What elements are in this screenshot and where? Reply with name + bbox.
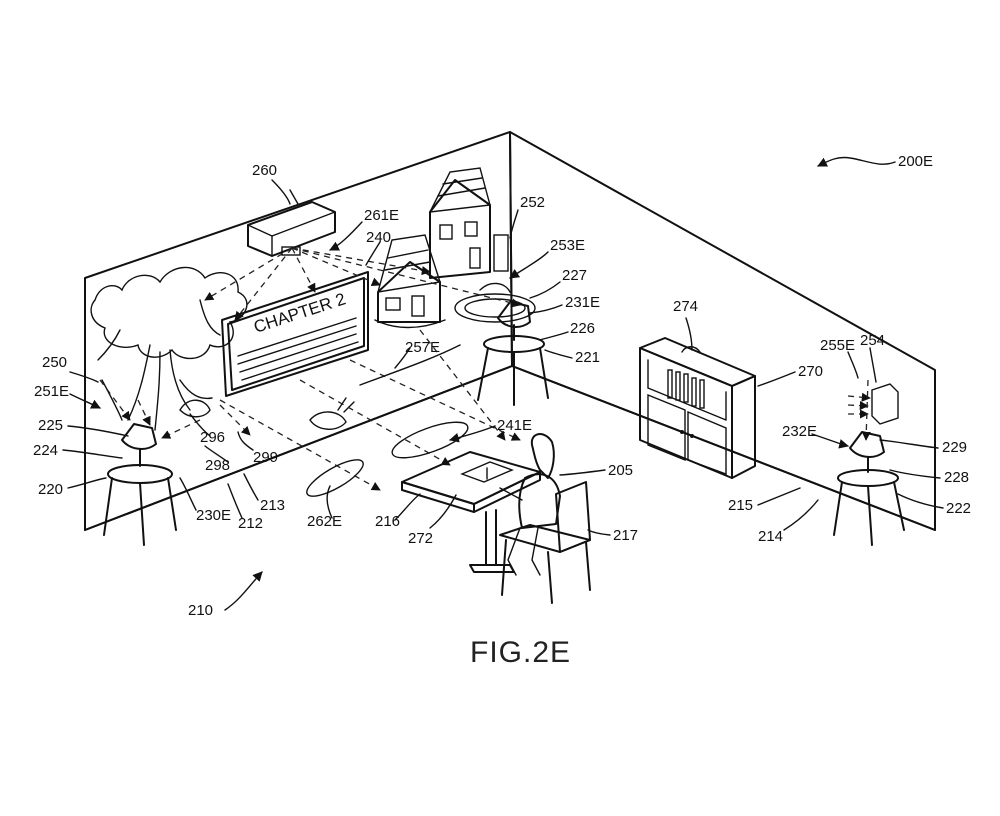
- label-250: 250: [42, 354, 67, 371]
- label-224: 224: [33, 442, 58, 459]
- label-299: 299: [253, 449, 278, 466]
- label-200e: 200E: [898, 153, 933, 170]
- label-212: 212: [238, 515, 263, 532]
- display-screen: CHAPTER 2: [221, 271, 369, 397]
- figure-caption: FIG.2E: [470, 636, 571, 669]
- label-270: 270: [798, 363, 823, 380]
- label-222: 222: [946, 500, 971, 517]
- bookshelf: [639, 337, 756, 479]
- label-217: 217: [613, 527, 638, 544]
- label-226: 226: [570, 320, 595, 337]
- reference-labels: 260 261E 240 252 253E 227 231E 226 221 2…: [33, 153, 971, 619]
- label-257e: 257E: [405, 339, 440, 356]
- label-241e: 241E: [497, 417, 532, 434]
- label-255e: 255E: [820, 337, 855, 354]
- label-274: 274: [673, 298, 698, 315]
- lamp-table-221: [477, 301, 549, 406]
- label-221: 221: [575, 349, 600, 366]
- floor-right-edge: [511, 365, 936, 531]
- label-254: 254: [860, 332, 885, 349]
- label-213: 213: [260, 497, 285, 514]
- label-215: 215: [728, 497, 753, 514]
- screen-title: CHAPTER 2: [251, 289, 348, 337]
- lamp-table-220: [103, 423, 177, 546]
- floor-left-edge: [84, 365, 513, 531]
- label-260: 260: [252, 162, 277, 179]
- label-214: 214: [758, 528, 783, 545]
- label-240: 240: [366, 229, 391, 246]
- label-261e: 261E: [364, 207, 399, 224]
- label-298: 298: [205, 457, 230, 474]
- trees-projection: [90, 266, 248, 431]
- label-220: 220: [38, 481, 63, 498]
- label-228: 228: [944, 469, 969, 486]
- projector: [247, 189, 336, 257]
- label-232e: 232E: [782, 423, 817, 440]
- left-wall: [84, 131, 513, 531]
- label-230e: 230E: [196, 507, 231, 524]
- label-231e: 231E: [565, 294, 600, 311]
- label-252: 252: [520, 194, 545, 211]
- label-205: 205: [608, 462, 633, 479]
- label-262e: 262E: [307, 513, 342, 530]
- label-210: 210: [188, 602, 213, 619]
- houses-projection: [374, 167, 509, 329]
- label-227: 227: [562, 267, 587, 284]
- projected-creatures: [179, 397, 355, 430]
- label-225: 225: [38, 417, 63, 434]
- leader-lines: [62, 156, 944, 611]
- label-253e: 253E: [550, 237, 585, 254]
- lamp-table-222: [833, 431, 905, 546]
- floor-projection: [454, 282, 536, 323]
- person-and-chair: [499, 433, 591, 604]
- sensor-device: [871, 383, 899, 425]
- label-216: 216: [375, 513, 400, 530]
- label-229: 229: [942, 439, 967, 456]
- label-251e: 251E: [34, 383, 69, 400]
- room: [84, 131, 936, 531]
- label-296: 296: [200, 429, 225, 446]
- label-272: 272: [408, 530, 433, 547]
- projection-paths: [99, 247, 871, 497]
